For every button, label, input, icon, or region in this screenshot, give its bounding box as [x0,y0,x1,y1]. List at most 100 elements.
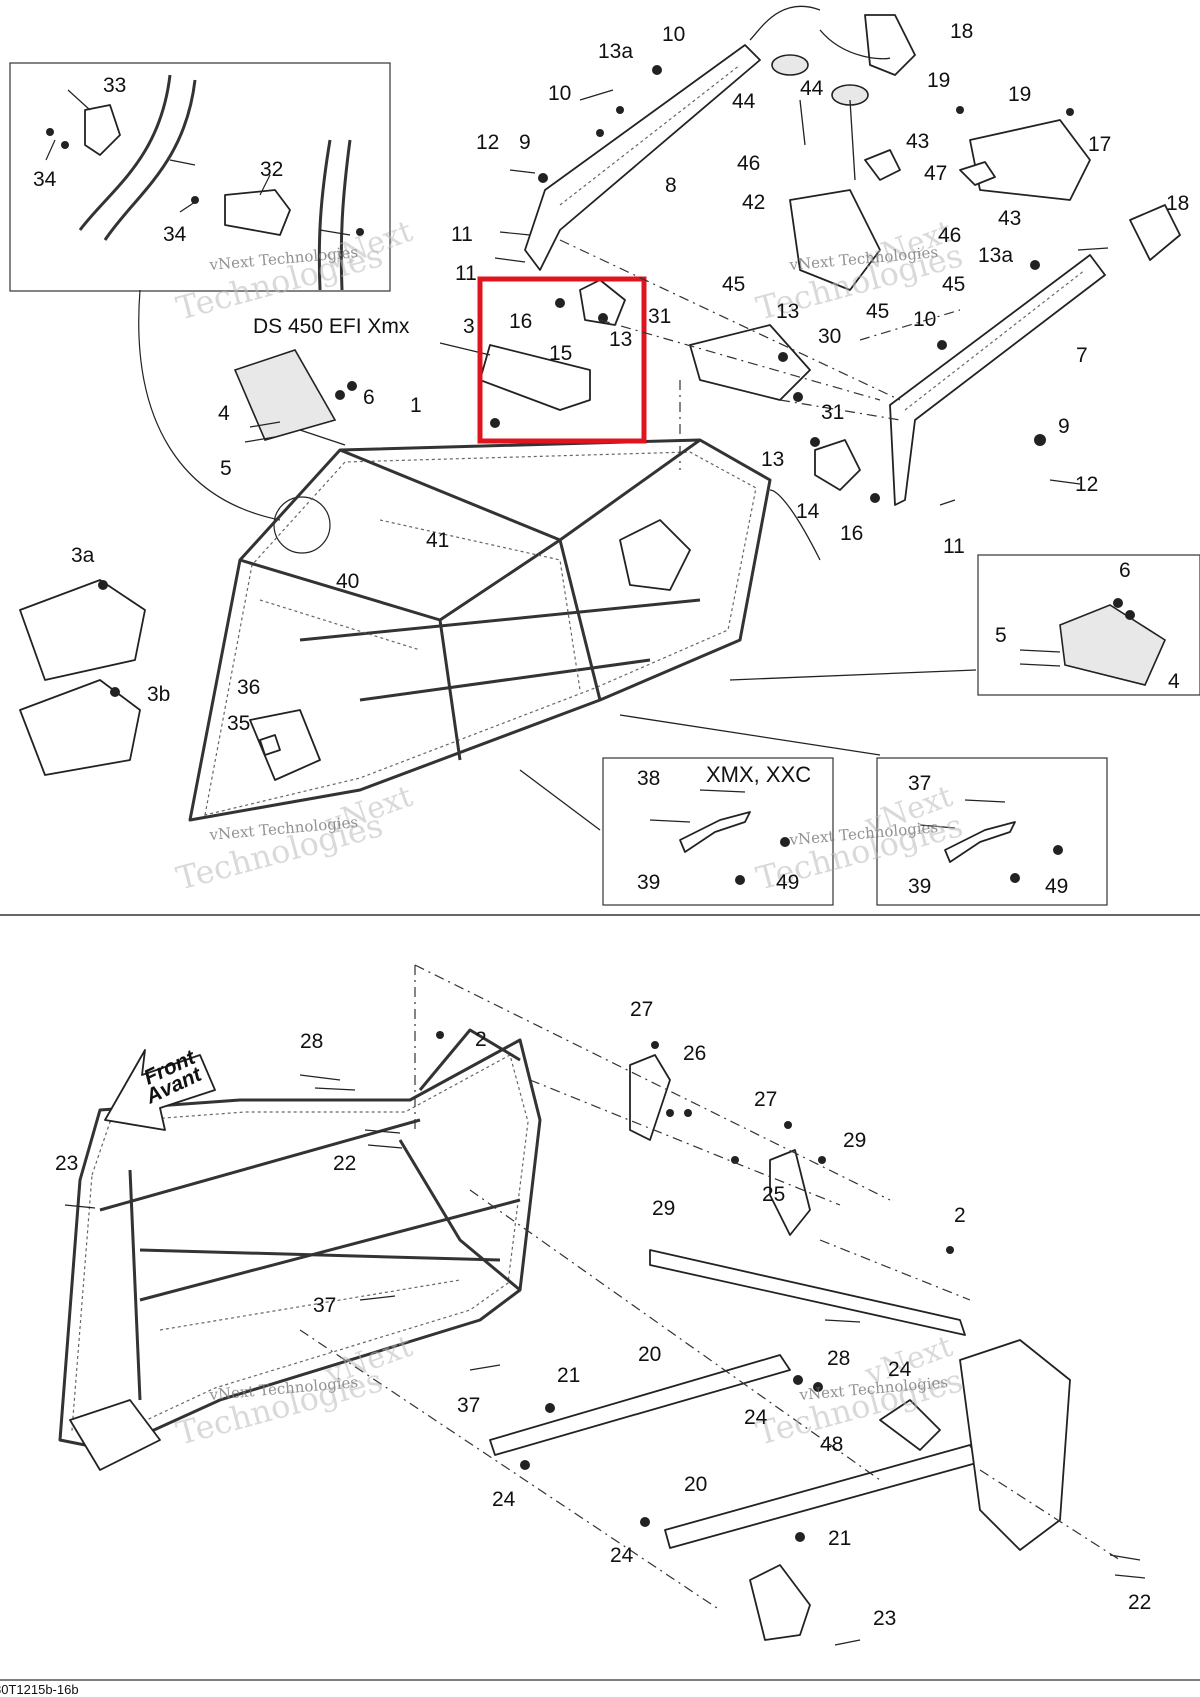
callout: 3a [71,544,95,567]
bracket-3-assembly [439,279,626,428]
callout: 11 [943,535,965,558]
callout: 13 [761,448,784,471]
callout: 11 [455,262,477,285]
callout: 44 [800,77,824,100]
callout: 13 [776,300,799,323]
bracket-25-shape [769,1149,811,1236]
variant-note: DS 450 EFI Xmx [253,315,410,338]
callout: 34 [33,168,57,191]
callout: 31 [821,401,844,424]
callout: 41 [426,529,449,552]
callout: 20 [638,1343,661,1366]
callout: 32 [260,158,283,181]
callout: 49 [776,871,799,894]
callout: 36 [237,676,260,699]
bracket-18-top-shape [864,14,916,76]
callout: 10 [548,82,571,105]
callout: 28 [827,1347,850,1370]
callout: 3 [463,315,475,338]
callout: 44 [732,90,756,113]
callout: 6 [1119,559,1131,582]
rail-20-upper-shape [489,1354,791,1456]
callout: 13a [978,244,1013,267]
callout: 48 [820,1433,843,1456]
inset-detail-circle [273,496,331,554]
callout: 40 [336,570,359,593]
main-frame-side-view [58,1028,542,1471]
callout: 3b [147,683,170,706]
callout: 18 [950,20,973,43]
callout: 37 [908,772,931,795]
rear-bracket-shape [959,1339,1071,1551]
rail-20-lower-shape [664,1444,981,1549]
bracket-33-shape [84,104,121,156]
mount-23-shape [749,1564,811,1641]
callout: 19 [927,69,950,92]
callout: 24 [492,1488,516,1511]
callout: 24 [888,1358,912,1381]
callout: 16 [840,522,863,545]
top-panel-leader-lines [299,5,1109,831]
callout: 18 [1166,192,1189,215]
callout: 27 [630,998,653,1021]
callout: 39 [908,875,931,898]
callout: 45 [866,300,889,323]
callout: 4 [1168,670,1180,693]
bracket-30-and-14 [689,324,880,503]
callout: 46 [938,224,961,247]
callout: 29 [843,1129,866,1152]
callout: 24 [610,1544,634,1567]
callout: 23 [873,1607,896,1630]
callout: 9 [1058,415,1070,438]
bracket-32-shape [224,189,291,236]
diagram-code: 80T1215b-16b [0,1682,79,1697]
callout: 13a [598,40,633,63]
rear-frame-parts-bottom [64,1031,1146,1646]
bracket-48-shape [879,1399,941,1451]
callout: 43 [906,130,929,153]
callout: 27 [754,1088,777,1111]
callout: 45 [722,273,745,296]
callout: 13 [609,328,632,351]
variant-label: XMX, XXC [706,762,811,787]
crossmember-17-shape [969,119,1091,201]
callout: 10 [662,23,685,46]
callout: 38 [637,767,660,790]
callout: 35 [227,712,250,735]
callout: 42 [742,191,765,214]
rear-subframe-upper [494,14,1181,291]
callout: 7 [1076,344,1088,367]
callout: 10 [913,308,936,331]
footrest-parts-left [19,349,357,776]
callout: 8 [665,174,677,197]
callout: 21 [557,1364,580,1387]
callout: 24 [744,1406,768,1429]
front-direction-arrow: Front Avant [104,1046,216,1131]
callout: 21 [828,1527,851,1550]
callout: 34 [163,223,187,246]
callout: 31 [648,305,671,328]
callout: 33 [103,74,126,97]
callout: 39 [637,871,660,894]
callout: 16 [509,310,532,333]
bracket-26-shape [629,1054,671,1141]
callout: 47 [924,162,947,185]
callout: 17 [1088,133,1111,156]
bracket-18-right-shape [1129,204,1181,261]
callout: 9 [519,131,531,154]
mount-42-shape [789,189,881,291]
callout: 43 [998,207,1021,230]
callout: 5 [220,457,232,480]
bottom-panel-leader-lines [299,964,1121,1611]
rear-subframe-rail-right [889,254,1106,506]
callout: 14 [796,500,820,523]
callout: 22 [1128,1591,1151,1614]
callout: 6 [363,386,375,409]
highlight-box [477,276,647,444]
inset-leader-line [138,289,281,521]
detail-inset-footrest-brackets [9,62,391,292]
callout: 37 [313,1294,336,1317]
callout: 12 [476,131,499,154]
callout: 22 [333,1152,356,1175]
